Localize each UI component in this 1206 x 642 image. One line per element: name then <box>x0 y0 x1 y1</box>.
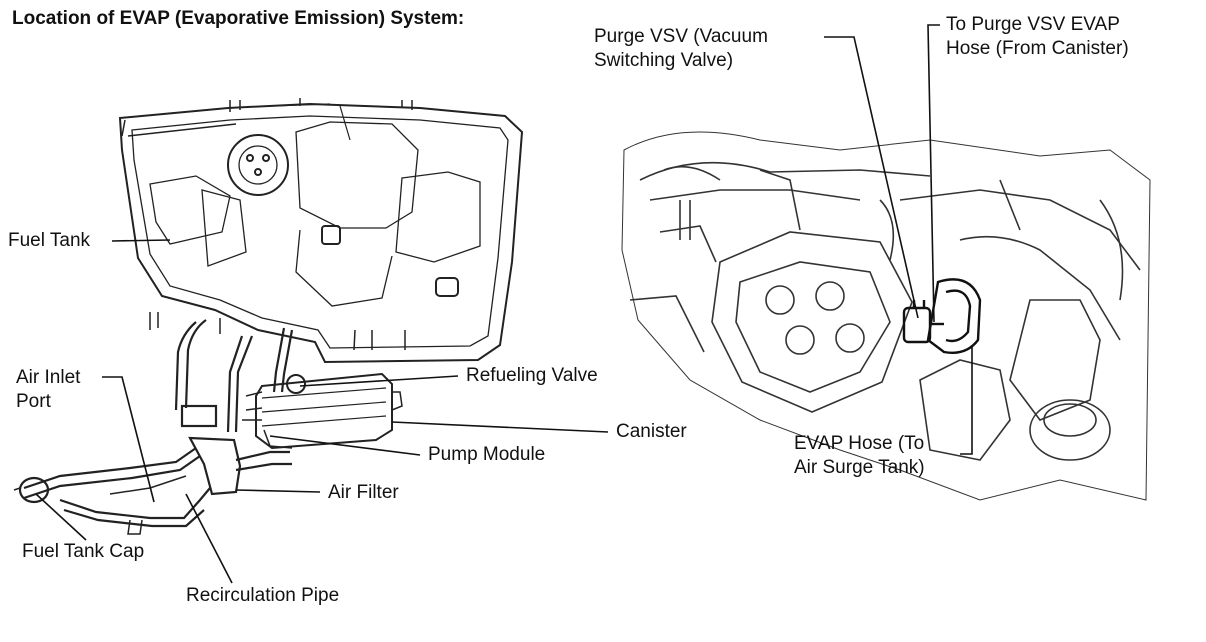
fuel-tank-label: Fuel Tank <box>8 230 91 251</box>
engine-bay-drawing <box>621 131 1151 501</box>
to-purge-vsv-hose-label-line1: To Purge VSV EVAP <box>946 14 1120 35</box>
refueling-valve-leader <box>299 375 459 387</box>
evap-hose-label: EVAP Hose (To Air Surge Tank) <box>794 432 925 480</box>
leader-lines-left <box>35 239 609 584</box>
fuel-tank-leader <box>111 239 171 242</box>
fuel-tank-cap-label: Fuel Tank Cap <box>22 541 145 562</box>
purge-vsv-label-line2: Switching Valve) <box>594 50 734 71</box>
diagram-title: Location of EVAP (Evaporative Emission) … <box>12 8 465 29</box>
fuel-tank-cap-leader <box>35 493 87 541</box>
evap-hose-label-line2: Air Surge Tank) <box>794 457 925 478</box>
air-inlet-port-label-line2: Port <box>16 391 51 412</box>
air-filter-label: Air Filter <box>328 482 399 503</box>
refueling-valve-label: Refueling Valve <box>466 365 598 386</box>
recirculation-pipe-leader <box>185 493 233 584</box>
to-purge-vsv-hose-label-line2: Hose (From Canister) <box>946 38 1129 59</box>
evap-hose-leader <box>960 346 973 455</box>
pump-module-leader <box>269 435 421 456</box>
pump-and-pipes-drawing <box>13 319 294 535</box>
to-purge-vsv-hose-label: To Purge VSV EVAP Hose (From Canister) <box>946 13 1129 61</box>
leader-lines-right <box>824 24 973 455</box>
air-inlet-port-label: Air Inlet Port <box>16 366 80 414</box>
recirculation-pipe-label: Recirculation Pipe <box>186 585 340 606</box>
purge-vsv-leader <box>824 36 919 319</box>
canister-drawing <box>242 372 403 450</box>
purge-vsv-drawing <box>902 278 982 354</box>
canister-label: Canister <box>616 421 687 442</box>
pump-module-label: Pump Module <box>428 444 546 465</box>
canister-leader <box>391 421 609 433</box>
air-inlet-port-label-line1: Air Inlet <box>16 367 81 388</box>
evap-hose-label-line1: EVAP Hose (To <box>794 433 925 454</box>
to-purge-vsv-hose-leader <box>927 24 940 323</box>
air-inlet-port-leader <box>102 376 155 503</box>
air-filter-leader <box>235 489 321 493</box>
purge-vsv-label: Purge VSV (Vacuum Switching Valve) <box>594 25 768 73</box>
purge-vsv-label-line1: Purge VSV (Vacuum <box>594 26 768 47</box>
fuel-tank-drawing <box>118 98 524 364</box>
